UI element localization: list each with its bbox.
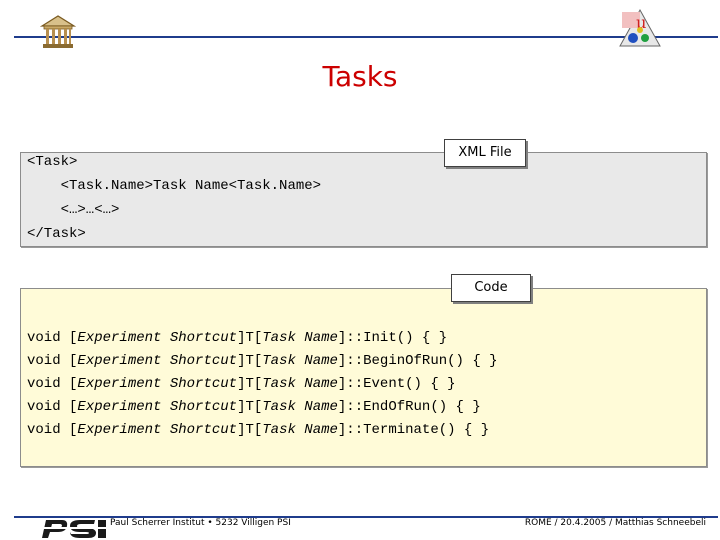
code-keyword: void [ [27, 422, 78, 438]
code-placeholder: Task Name [262, 330, 338, 346]
code-placeholder: Experiment Shortcut [77, 422, 238, 438]
psi-logo [36, 518, 118, 540]
footer-institute: Paul Scherrer Institut • 5232 Villigen P… [110, 518, 291, 528]
code-placeholder: Task Name [262, 376, 338, 392]
code-placeholder: Experiment Shortcut [77, 399, 238, 415]
code-tag: Code [451, 274, 531, 302]
code-line: void [Experiment Shortcut]T[Task Name]::… [27, 399, 481, 415]
code-text: ]::Init() { } [337, 330, 448, 346]
xml-line: <…>…<…> [27, 202, 120, 218]
xml-line: <Task.Name>Task Name<Task.Name> [27, 178, 322, 194]
xml-panel [20, 152, 707, 247]
code-text: ]::BeginOfRun() { } [337, 353, 498, 369]
xml-line: <Task> [27, 154, 78, 170]
svg-text:μ: μ [636, 13, 646, 32]
code-text: ]T[ [237, 422, 263, 438]
code-keyword: void [ [27, 399, 78, 415]
header-rule [14, 36, 718, 38]
code-text: ]T[ [237, 330, 263, 346]
code-line: void [Experiment Shortcut]T[Task Name]::… [27, 353, 498, 369]
code-text: ]T[ [237, 399, 263, 415]
code-text: ]::Event() { } [337, 376, 456, 392]
code-placeholder: Experiment Shortcut [77, 376, 238, 392]
footer-credit: ROME / 20.4.2005 / Matthias Schneebeli [524, 518, 706, 528]
code-keyword: void [ [27, 330, 78, 346]
code-placeholder: Task Name [262, 399, 338, 415]
code-text: ]::Terminate() { } [337, 422, 490, 438]
code-text: ]::EndOfRun() { } [337, 399, 481, 415]
code-text: ]T[ [237, 376, 263, 392]
code-line: void [Experiment Shortcut]T[Task Name]::… [27, 422, 489, 438]
code-placeholder: Experiment Shortcut [77, 353, 238, 369]
code-panel [20, 288, 707, 467]
code-placeholder: Task Name [262, 422, 338, 438]
institute-building-icon [40, 15, 76, 48]
xml-file-tag: XML File [444, 139, 526, 167]
code-line: void [Experiment Shortcut]T[Task Name]::… [27, 330, 447, 346]
slide-title: Tasks [322, 60, 398, 93]
code-line: void [Experiment Shortcut]T[Task Name]::… [27, 376, 456, 392]
xml-line: </Task> [27, 226, 86, 242]
footer-rule [14, 516, 718, 518]
code-placeholder: Experiment Shortcut [77, 330, 238, 346]
code-keyword: void [ [27, 376, 78, 392]
experiment-logo-icon: μ [619, 8, 661, 47]
code-text: ]T[ [237, 353, 263, 369]
code-keyword: void [ [27, 353, 78, 369]
code-placeholder: Task Name [262, 353, 338, 369]
